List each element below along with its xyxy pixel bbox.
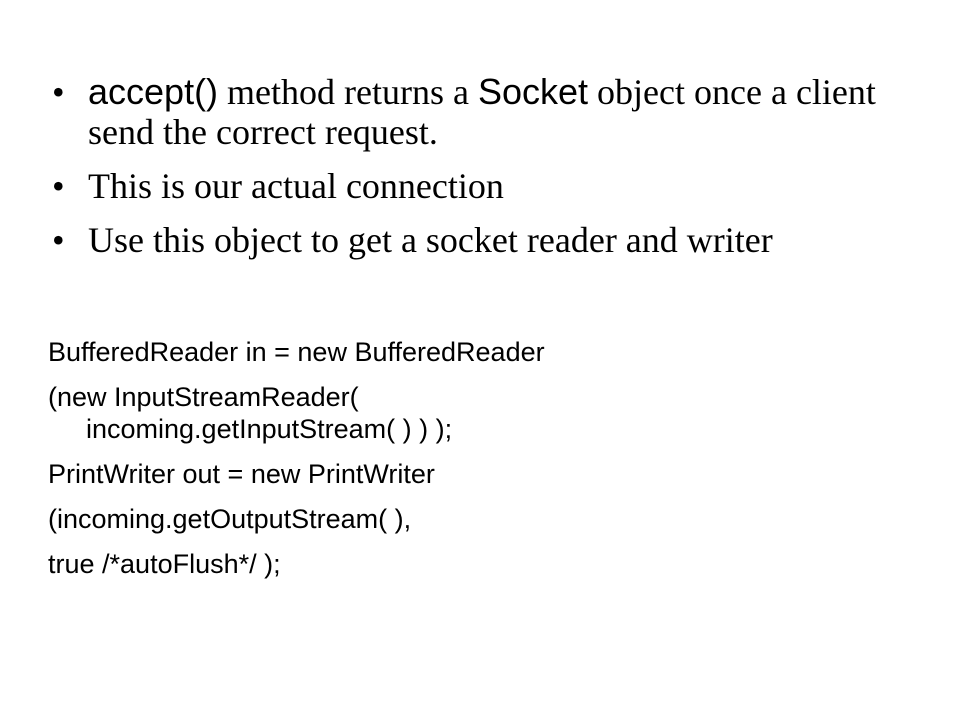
code-line-3: PrintWriter out = new PrintWriter [48,459,435,489]
code-line-4: (incoming.getOutputStream( ), [48,504,412,534]
accept-method-text: accept() [88,71,219,112]
code-block: BufferedReader in = new BufferedReader (… [48,336,928,593]
bullet-item-2: • This is our actual connection [50,166,930,206]
code-line-1: BufferedReader in = new BufferedReader [48,337,545,367]
bullet-dot: • [52,72,65,112]
bullet-dot: • [52,166,65,206]
bullet-text: object once a client send the correct re… [88,72,876,152]
socket-class-text: Socket [477,71,589,112]
code-line-5: true /*autoFlush*/ ); [48,549,281,579]
bullet-list: • accept() method returns a Socket objec… [50,72,930,274]
bullet-dot: • [52,220,65,260]
bullet-text: method returns a [218,72,478,112]
bullet-item-1: • accept() method returns a Socket objec… [50,71,930,153]
bullet-item-3: • Use this object to get a socket reader… [50,220,930,260]
bullet-text: This is our actual connection [88,166,504,206]
bullet-text: Use this object to get a socket reader a… [88,220,773,260]
code-line-2b: incoming.getInputStream( ) ) ); [86,414,453,444]
code-line-2a: (new InputStreamReader( [48,382,359,412]
code-line-2: (new InputStreamReader( incoming.getInpu… [48,381,928,445]
